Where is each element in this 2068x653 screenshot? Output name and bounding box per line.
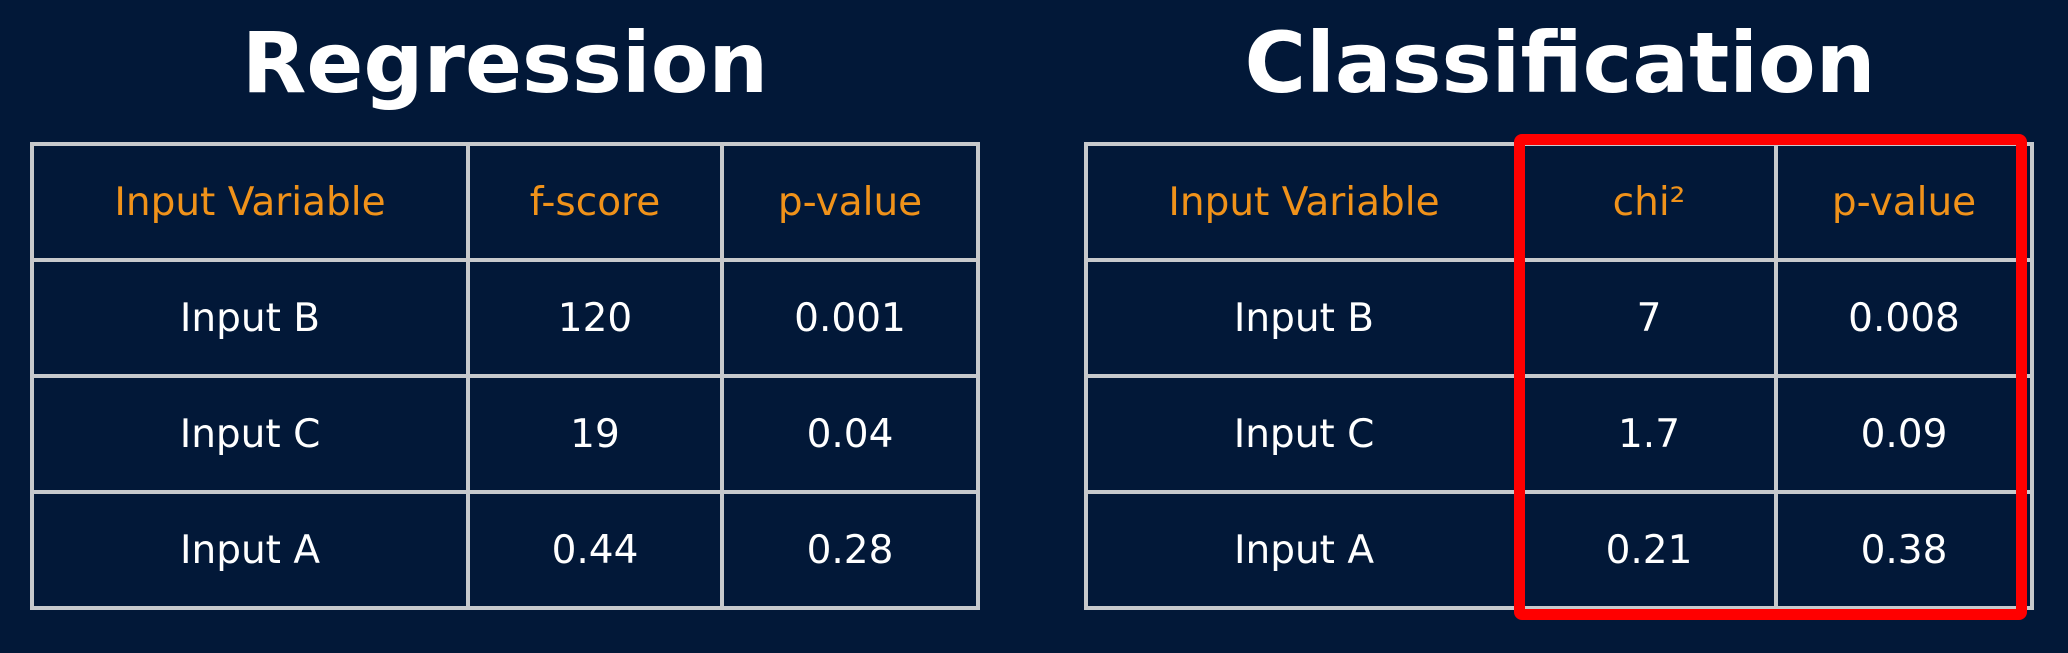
cell-input: Input B — [1084, 258, 1524, 378]
cell-f-score: 0.44 — [466, 490, 724, 610]
cell-p-value: 0.38 — [1774, 490, 2034, 610]
header-input-variable: Input Variable — [30, 142, 470, 262]
cell-p-value: 0.001 — [720, 258, 980, 378]
cell-chi2: 7 — [1520, 258, 1778, 378]
cell-p-value: 0.008 — [1774, 258, 2034, 378]
cell-input: Input C — [1084, 374, 1524, 494]
cell-input: Input C — [30, 374, 470, 494]
cell-input: Input A — [30, 490, 470, 610]
table-header-row: Input Variable chi² p-value — [1084, 142, 2034, 262]
cell-f-score: 19 — [466, 374, 724, 494]
classification-table: Input Variable chi² p-value Input B 7 0.… — [1084, 142, 2034, 610]
cell-p-value: 0.04 — [720, 374, 980, 494]
table-row: Input A 0.44 0.28 — [30, 490, 980, 610]
table-row: Input C 1.7 0.09 — [1084, 374, 2034, 494]
header-p-value: p-value — [720, 142, 980, 262]
classification-title: Classification — [1244, 14, 1876, 112]
header-chi2: chi² — [1520, 142, 1778, 262]
cell-input: Input B — [30, 258, 470, 378]
cell-p-value: 0.09 — [1774, 374, 2034, 494]
cell-p-value: 0.28 — [720, 490, 980, 610]
cell-f-score: 120 — [466, 258, 724, 378]
header-p-value: p-value — [1774, 142, 2034, 262]
table-row: Input C 19 0.04 — [30, 374, 980, 494]
header-f-score: f-score — [466, 142, 724, 262]
table-row: Input A 0.21 0.38 — [1084, 490, 2034, 610]
regression-title: Regression — [241, 14, 769, 112]
cell-chi2: 0.21 — [1520, 490, 1778, 610]
header-input-variable: Input Variable — [1084, 142, 1524, 262]
regression-table: Input Variable f-score p-value Input B 1… — [30, 142, 980, 610]
cell-chi2: 1.7 — [1520, 374, 1778, 494]
table-row: Input B 120 0.001 — [30, 258, 980, 378]
table-row: Input B 7 0.008 — [1084, 258, 2034, 378]
cell-input: Input A — [1084, 490, 1524, 610]
table-header-row: Input Variable f-score p-value — [30, 142, 980, 262]
